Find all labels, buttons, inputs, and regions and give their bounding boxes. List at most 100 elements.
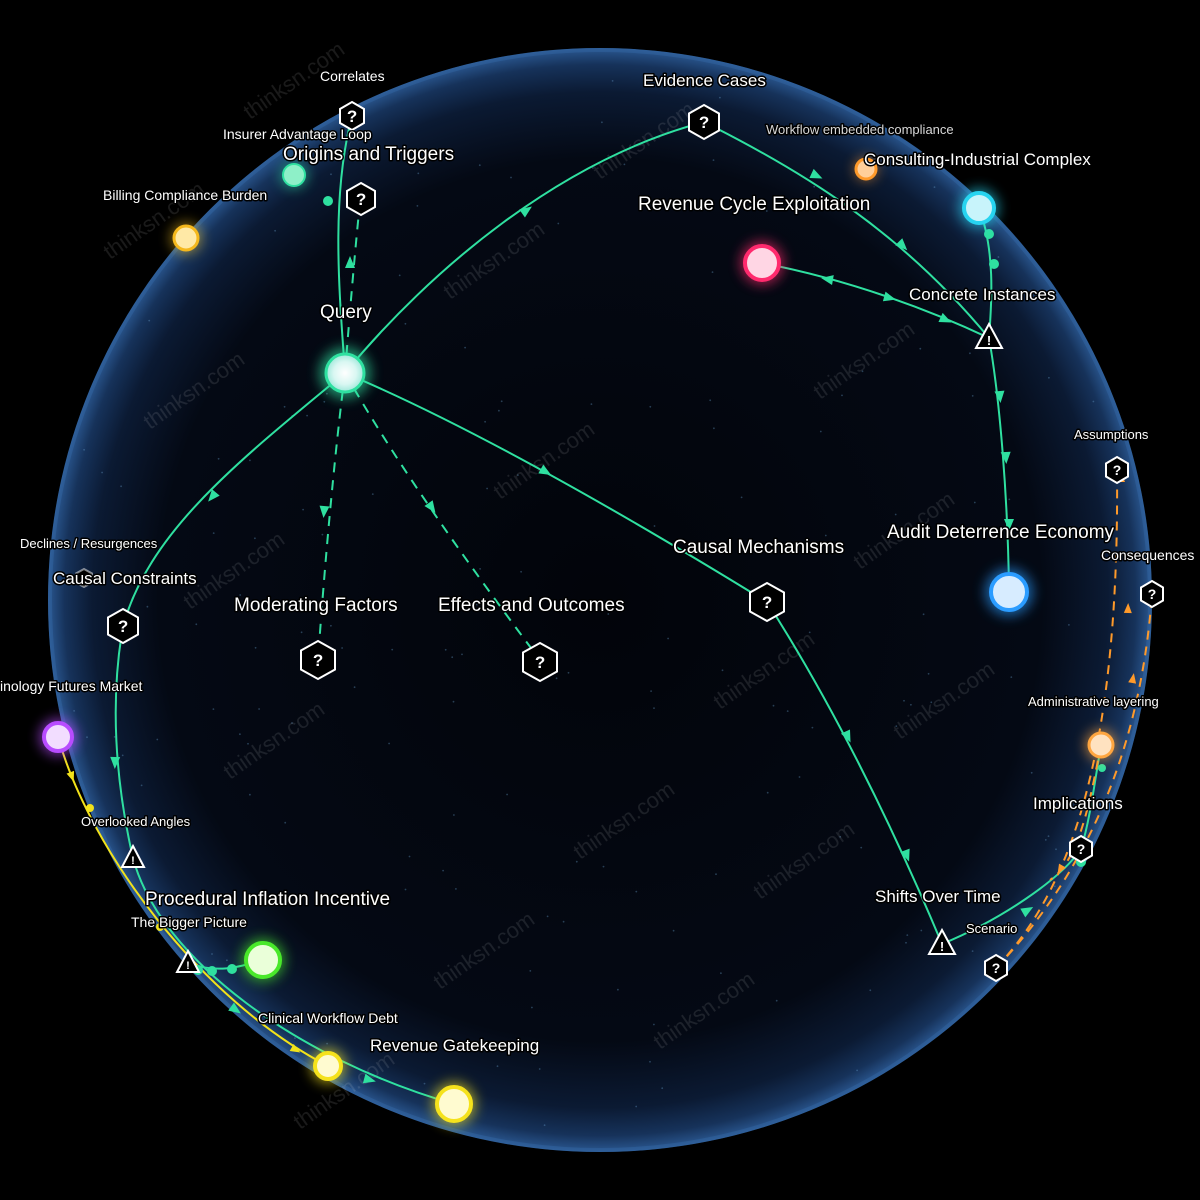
question-mark-icon: ? [118,617,128,636]
star-dot [894,513,897,516]
star-dot [1010,676,1013,678]
star-dot [337,601,340,604]
edge-arrow [994,390,1005,403]
star-dot [601,121,603,124]
star-dot [326,1042,328,1045]
question-mark-icon: ? [762,593,772,612]
star-dot [856,1069,858,1072]
node-scenario[interactable]: ? [984,953,1008,983]
node-shifts-over-time[interactable]: ! [927,927,957,955]
node-consequences[interactable]: ? [1140,579,1164,609]
question-mark-icon: ? [535,653,545,672]
star-dot [775,999,778,1002]
node-effects-outcomes[interactable]: ? [522,641,558,683]
label-concrete-instances: Concrete Instances [909,285,1055,304]
star-dot [635,1105,638,1108]
star-dot [423,1082,426,1085]
label-declines: Declines / Resurgences [20,536,158,551]
node-origins-triggers[interactable]: ? [346,181,376,217]
label-revenue-gatekeeping: Revenue Gatekeeping [370,1036,539,1055]
node-concrete-instances[interactable]: ! [974,321,1004,349]
star-dot [1055,848,1057,851]
node-revenue-cycle-exploitation[interactable] [740,241,784,285]
label-overlooked-angles: Overlooked Angles [81,814,191,829]
node-workflow-embedded-compliance[interactable] [854,157,878,181]
star-dot [239,594,242,596]
node-clinical-workflow-debt[interactable] [310,1048,346,1084]
label-administrative-layering: Administrative layering [1028,694,1159,709]
label-correlates: Correlates [320,68,385,84]
star-dot [404,322,407,325]
edge-query-correlates [337,115,353,374]
star-dot [971,950,974,952]
warning-icon: ! [940,939,944,954]
star-dot [910,703,912,706]
edge-arrow [882,291,896,302]
node-query[interactable] [319,347,371,399]
star-dot [404,888,407,891]
star-dot [1047,835,1050,838]
node-bigger-picture[interactable]: ! [175,948,201,973]
star-dot [661,1087,664,1090]
warning-icon: ! [186,960,190,972]
star-field [73,80,1095,1127]
star-dot [590,403,593,405]
node-revenue-gatekeeping[interactable] [432,1082,476,1126]
waypoint-layer [86,196,1106,976]
background-sphere [48,48,1152,1152]
node-consulting-industrial-complex[interactable] [959,188,999,228]
star-dot [371,493,374,495]
star-dot [1053,885,1056,888]
node-overlooked-angles[interactable]: ! [120,843,146,868]
label-layer: Query Correlates Evidence Cases Workflow… [0,67,1196,1057]
edge-shifts-implications [941,848,1082,945]
star-dot [841,394,843,397]
star-dot [330,624,332,627]
star-dot [906,934,909,936]
star-dot [323,400,326,403]
star-dot [557,222,560,225]
node-causal-constraints[interactable]: ? [107,607,139,645]
node-procedural-inflation-incentive[interactable] [241,938,285,982]
node-moderating-factors[interactable]: ? [300,639,336,681]
star-dot [562,920,565,923]
star-dot [195,623,198,626]
star-dot [83,448,85,451]
node-evidence-cases[interactable]: ? [688,103,720,141]
edge-arrow [821,275,834,285]
star-dot [719,96,721,99]
node-causal-mechanisms[interactable]: ? [749,581,785,623]
star-dot [819,430,822,433]
star-dot [1008,498,1011,501]
edge-rim-lower-left [132,857,455,1105]
star-dot [496,1065,499,1068]
label-scenario: Scenario [966,921,1017,936]
star-dot [720,972,722,975]
star-dot [653,1023,655,1026]
node-audit-deterrence-economy[interactable] [985,568,1033,616]
edge-arrow [938,312,952,323]
star-dot [712,159,715,162]
node-administrative-layering[interactable] [1085,729,1117,761]
label-query: Query [320,302,372,323]
star-dot [1044,839,1047,841]
node-declines-resurgences[interactable] [75,567,93,589]
label-consequences: Consequences [1101,547,1194,563]
node-technology-futures-market[interactable] [39,718,77,756]
node-implications[interactable]: ? [1069,834,1093,864]
star-dot [226,959,228,962]
node-assumptions[interactable]: ? [1105,455,1129,485]
node-insurer-advantage-loop[interactable] [280,161,308,189]
star-dot [786,710,789,712]
star-dot [156,738,159,741]
star-dot [672,929,675,932]
star-dot [247,742,249,745]
star-dot [442,869,444,872]
node-correlates[interactable]: ? [339,100,365,132]
label-billing-burden: Billing Compliance Burden [103,187,267,203]
node-billing-compliance-burden[interactable] [170,222,202,254]
edge-arrow [110,756,121,769]
star-dot [529,970,532,972]
star-dot [341,647,343,649]
